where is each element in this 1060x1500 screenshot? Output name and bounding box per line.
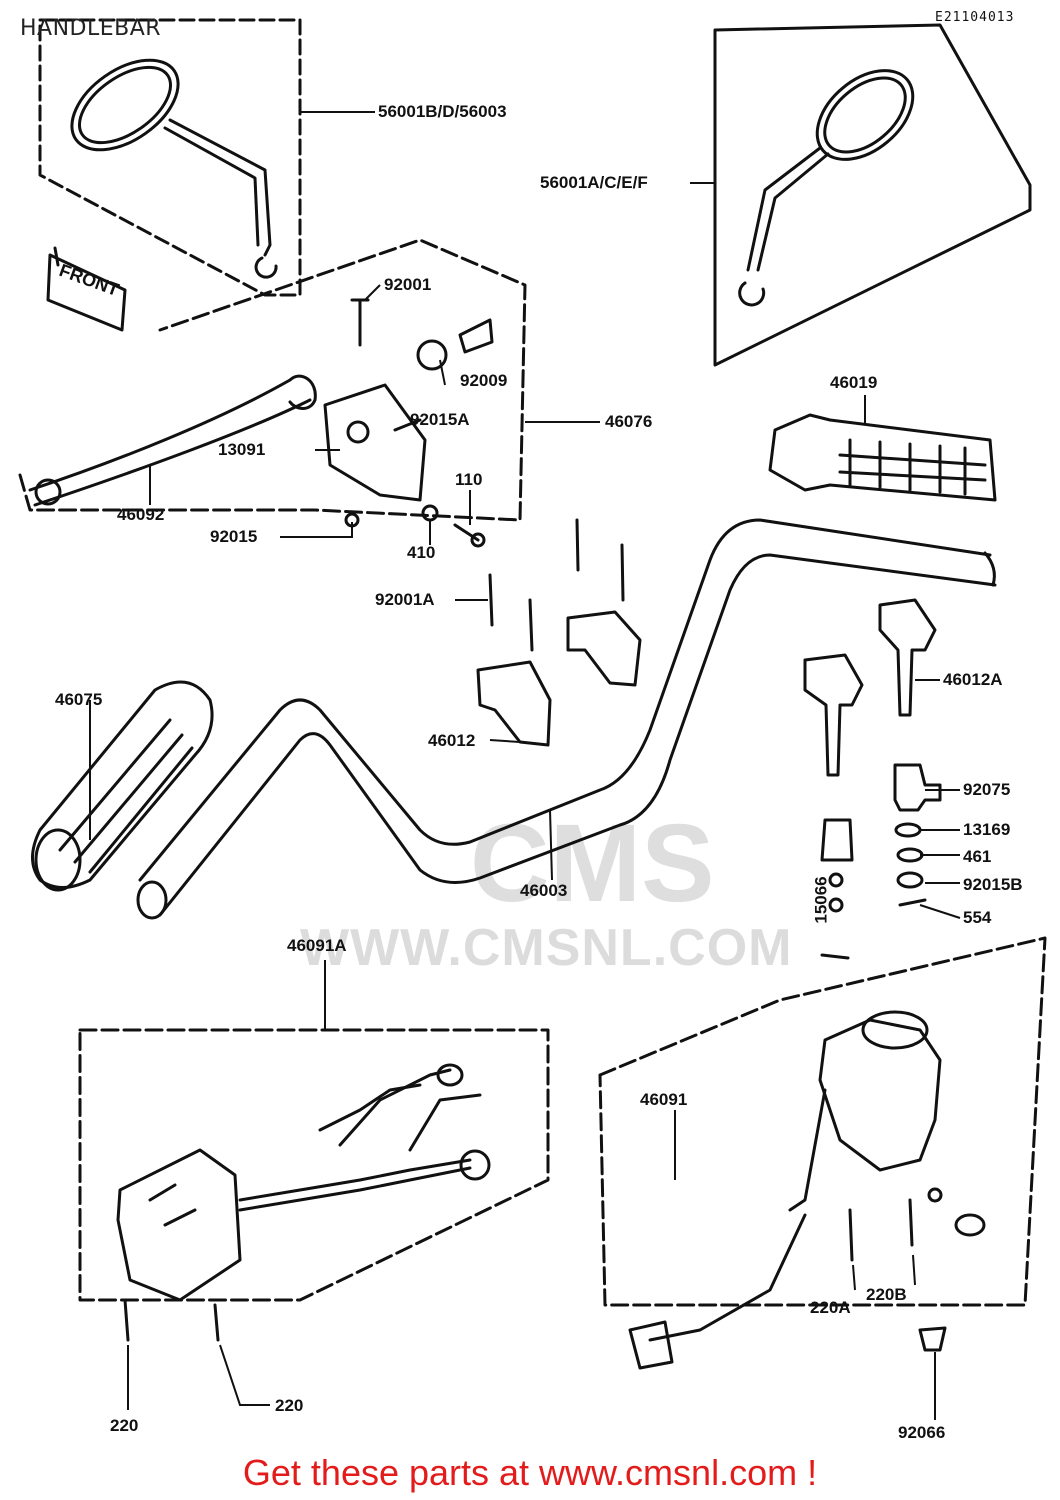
- part-label-220b[interactable]: 220B: [866, 1285, 907, 1304]
- watermark-url: WWW.CMSNL.COM: [300, 919, 793, 977]
- part-label-110[interactable]: 110: [455, 470, 483, 489]
- part-label-46091a[interactable]: 46091A: [287, 936, 347, 955]
- part-label-46012[interactable]: 46012: [428, 731, 476, 750]
- part-label-13091[interactable]: 13091: [218, 440, 266, 459]
- part-label-92001a[interactable]: 92001A: [375, 590, 435, 609]
- part-label-554[interactable]: 554: [963, 908, 992, 927]
- part-label-46075[interactable]: 46075: [55, 690, 103, 709]
- part-label-92001[interactable]: 92001: [384, 275, 432, 294]
- part-label-56001a[interactable]: 56001A/C/E/F: [540, 173, 648, 192]
- part-label-46003[interactable]: 46003: [520, 881, 568, 900]
- watermark-brand: CMS: [470, 802, 715, 925]
- part-label-15066[interactable]: 15066: [811, 876, 831, 924]
- part-label-220a[interactable]: 220A: [810, 1298, 851, 1317]
- part-label-46019[interactable]: 46019: [830, 373, 878, 392]
- left-switch-box: [78, 1028, 550, 1342]
- diagram-code: E21104013: [935, 10, 1015, 25]
- footer-link[interactable]: Get these parts at www.cmsnl.com !: [242, 1452, 818, 1493]
- part-label-92015b[interactable]: 92015B: [963, 875, 1023, 894]
- part-label-46091[interactable]: 46091: [640, 1090, 688, 1109]
- part-label-461[interactable]: 461: [963, 847, 992, 866]
- lever-bracket-box: [18, 238, 527, 522]
- grip-46019: [768, 413, 997, 502]
- part-label-220-left[interactable]: 220: [110, 1416, 139, 1435]
- diagram-title: HANDLEBAR: [20, 16, 162, 41]
- left-mirror-box: [38, 18, 302, 297]
- fasteners-top: [344, 298, 494, 548]
- part-label-410[interactable]: 410: [407, 543, 436, 562]
- handlebar-46003: [136, 518, 997, 920]
- part-label-92009[interactable]: 92009: [460, 371, 508, 390]
- grip-46075: [31, 680, 214, 892]
- leader-lines: [89, 111, 961, 1420]
- right-mirror-box: [713, 23, 1032, 367]
- front-sign: [46, 246, 127, 332]
- part-label-46092[interactable]: 46092: [117, 505, 165, 524]
- part-label-13169[interactable]: 13169: [963, 820, 1011, 839]
- part-label-46012a[interactable]: 46012A: [943, 670, 1003, 689]
- right-switch-box: [598, 936, 1047, 1370]
- part-label-56001b[interactable]: 56001B/D/56003: [378, 102, 507, 121]
- part-label-220-right[interactable]: 220: [275, 1396, 304, 1415]
- lever-46092: [28, 374, 317, 507]
- lever-holder-13091: [323, 383, 427, 502]
- part-label-46076[interactable]: 46076: [605, 412, 653, 431]
- holder-46012: [476, 518, 642, 747]
- part-label-92015a[interactable]: 92015A: [410, 410, 470, 429]
- part-label-92015[interactable]: 92015: [210, 527, 258, 546]
- part-label-92075[interactable]: 92075: [963, 780, 1011, 799]
- part-label-92066[interactable]: 92066: [898, 1423, 946, 1442]
